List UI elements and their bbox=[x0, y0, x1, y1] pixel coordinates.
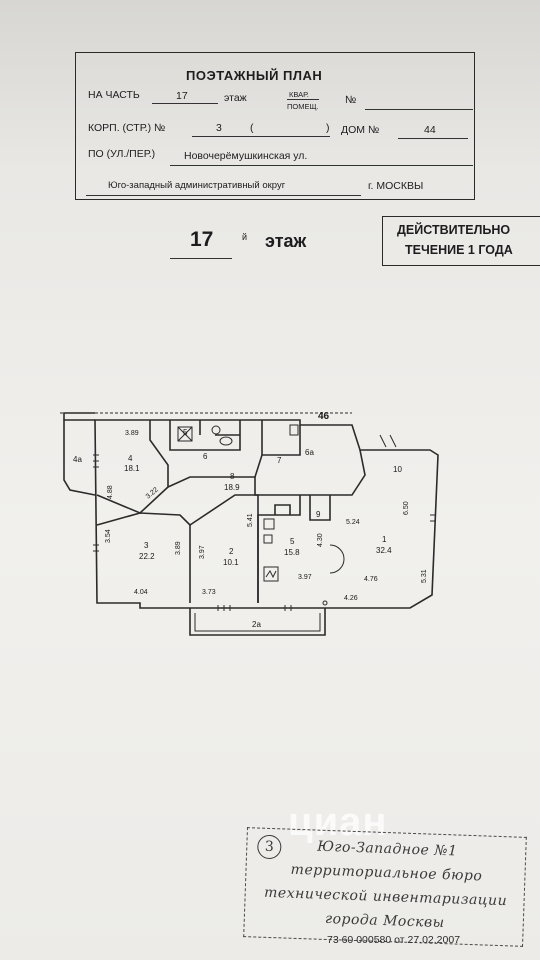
room-label-4a: 4a bbox=[73, 455, 82, 464]
floor-underline bbox=[152, 103, 218, 104]
part-label: НА ЧАСТЬ bbox=[88, 89, 140, 101]
plan-walls bbox=[60, 412, 439, 636]
floor-label: этаж bbox=[224, 92, 247, 104]
floor-suffix: й bbox=[242, 232, 248, 242]
room-label-1: 1 bbox=[382, 535, 387, 544]
pomesch-label: ПОМЕЩ. bbox=[287, 102, 319, 111]
dom-value: 44 bbox=[424, 124, 436, 136]
room-area-3: 22.2 bbox=[139, 552, 155, 561]
header-box bbox=[75, 52, 475, 200]
room-label-9: 9 bbox=[316, 510, 321, 519]
validity-line-2: ТЕЧЕНИЕ 1 ГОДА bbox=[405, 243, 513, 257]
validity-line-1: ДЕЙСТВИТЕЛЬНО bbox=[397, 223, 511, 237]
registration-number: 73 60 000580 от 27.02.2007 bbox=[327, 934, 461, 946]
floor-number: 17 bbox=[190, 228, 214, 251]
room-label-4: 4 bbox=[128, 454, 133, 463]
room-area-4: 18.1 bbox=[124, 464, 140, 473]
dimension-5-41: 5.41 bbox=[247, 513, 254, 527]
dimension-4-26: 4.26 bbox=[344, 595, 358, 602]
room-label-6a: 6a bbox=[305, 448, 314, 457]
paren-open: ( bbox=[250, 122, 254, 134]
page-title: ПОЭТАЖНЫЙ ПЛАН bbox=[186, 68, 323, 83]
street-label: ПО (УЛ./ПЕР.) bbox=[88, 148, 156, 160]
floor-value: 17 bbox=[176, 90, 188, 102]
room-label-6: 6 bbox=[203, 452, 208, 461]
dimension-3-89-top: 3.89 bbox=[125, 430, 139, 437]
room-label-5: 5 bbox=[183, 428, 188, 437]
dom-label: ДОМ № bbox=[341, 124, 380, 136]
dimension-3-22: 3.22 bbox=[145, 486, 160, 500]
number-label: № bbox=[345, 94, 357, 106]
room-label-2: 2 bbox=[229, 547, 234, 556]
room-area-5b: 15.8 bbox=[284, 548, 300, 557]
stamp-line-2: территориальное бюро bbox=[290, 861, 483, 885]
dimension-5-31: 5.31 bbox=[421, 569, 428, 583]
room-label-7: 7 bbox=[277, 456, 282, 465]
plan-windows bbox=[93, 434, 436, 611]
room-label-5b: 5 bbox=[290, 537, 295, 546]
street-underline bbox=[170, 165, 473, 166]
number-underline bbox=[365, 109, 473, 110]
dimension-6-50: 6.50 bbox=[403, 501, 410, 515]
dimension-5-24: 5.24 bbox=[346, 519, 360, 526]
floor-plan-drawing: 46 4a 4 18.1 5 6 7 6a 8 18.9 9 10 3 22.2… bbox=[60, 411, 439, 636]
dimension-4-76: 4.76 bbox=[364, 576, 378, 583]
plan-fixtures bbox=[177, 424, 345, 606]
dimension-4-04: 4.04 bbox=[134, 589, 148, 596]
bti-stamp: 3 Юго-Западное №1 территориальное бюро т… bbox=[243, 827, 527, 947]
dimension-3-73: 3.73 bbox=[202, 589, 216, 596]
stamp-line-3: технической инвентаризации bbox=[263, 884, 508, 910]
building-number: 46 bbox=[318, 411, 330, 422]
korp-underline bbox=[192, 136, 330, 137]
validity-box: ДЕЙСТВИТЕЛЬНО ТЕЧЕНИЕ 1 ГОДА bbox=[382, 216, 540, 266]
dom-underline bbox=[398, 138, 468, 139]
dimension-3-97-side: 3.97 bbox=[199, 545, 206, 559]
floor-word: этаж bbox=[265, 231, 307, 251]
stamp-line-4: города Москвы bbox=[324, 910, 445, 932]
city-value: г. МОСКВЫ bbox=[368, 180, 424, 192]
room-area-2: 10.1 bbox=[223, 558, 239, 567]
dimension-3-54: 3.54 bbox=[105, 529, 112, 543]
korp-label: КОРП. (СТР.) № bbox=[88, 122, 166, 134]
room-label-3: 3 bbox=[144, 541, 149, 550]
dimension-3-89-side: 3.89 bbox=[175, 541, 182, 555]
street-value: Новочерёмушкинская ул. bbox=[184, 150, 308, 162]
room-area-8: 18.9 bbox=[224, 483, 240, 492]
room-label-2a: 2a bbox=[252, 620, 261, 629]
kvar-divider bbox=[287, 99, 319, 100]
room-area-1: 32.4 bbox=[376, 546, 392, 555]
dimension-3-97-room: 3.97 bbox=[298, 574, 312, 581]
dimension-4-30: 4.30 bbox=[317, 533, 324, 547]
korp-value: 3 bbox=[216, 122, 222, 134]
district-value: Юго-западный административный округ bbox=[108, 180, 286, 191]
floor-heading-underline bbox=[170, 258, 232, 259]
dimension-4-88: 4.88 bbox=[107, 485, 114, 499]
room-label-10: 10 bbox=[393, 465, 402, 474]
room-label-8: 8 bbox=[230, 472, 235, 481]
watermark: циан bbox=[288, 800, 388, 844]
district-underline bbox=[86, 195, 361, 196]
stamp-line-1: Юго-Западное №1 bbox=[316, 838, 458, 860]
kvar-label: КВАР. bbox=[289, 90, 309, 99]
paren-close: ) bbox=[326, 122, 330, 134]
